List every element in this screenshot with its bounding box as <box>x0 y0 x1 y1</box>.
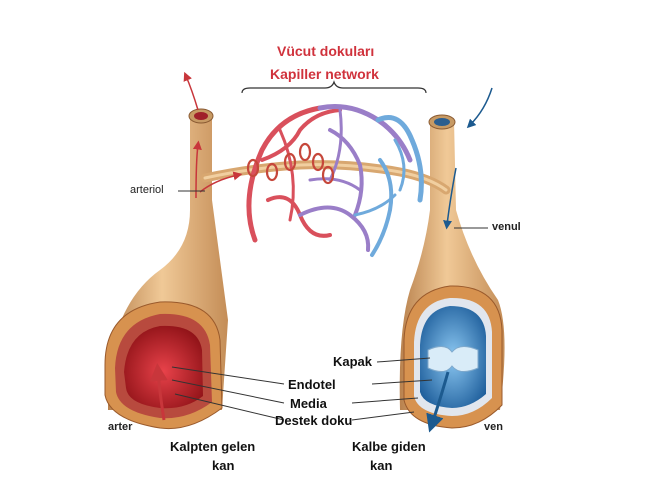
leader-lines <box>171 190 488 421</box>
venule-flow-arrow <box>443 167 457 230</box>
diagram-title: Vücut dokuları <box>277 43 375 59</box>
arteriole-exit-arrow <box>183 71 199 111</box>
diagram-subtitle: Kapiller network <box>270 66 379 82</box>
capillary-bracket <box>241 80 427 94</box>
label-ven: ven <box>484 421 503 433</box>
label-venul: venul <box>492 221 521 233</box>
smooth-muscle-rings <box>246 142 335 185</box>
label-destek-doku: Destek doku <box>275 413 353 428</box>
arteriole-branch-arrow <box>199 171 243 193</box>
to-heart-arrow <box>426 371 450 433</box>
capillary-network <box>246 104 424 257</box>
label-from-heart-line1: Kalpten gelen <box>170 439 256 454</box>
valve-shape <box>427 346 479 372</box>
from-heart-arrow <box>149 363 168 421</box>
label-media: Media <box>290 396 327 411</box>
label-from-heart-line2: kan <box>212 458 235 473</box>
label-to-heart-line1: Kalbe giden <box>352 439 426 454</box>
label-endotel: Endotel <box>288 377 336 392</box>
label-arter: arter <box>108 421 133 433</box>
label-kapak: Kapak <box>333 354 373 369</box>
arteriole-flow-arrow <box>192 140 202 199</box>
artery <box>104 108 228 430</box>
label-arteriol: arteriol <box>130 184 164 196</box>
venule-entry-arrow <box>466 87 493 129</box>
label-to-heart-line2: kan <box>370 458 393 473</box>
vein <box>399 114 505 429</box>
